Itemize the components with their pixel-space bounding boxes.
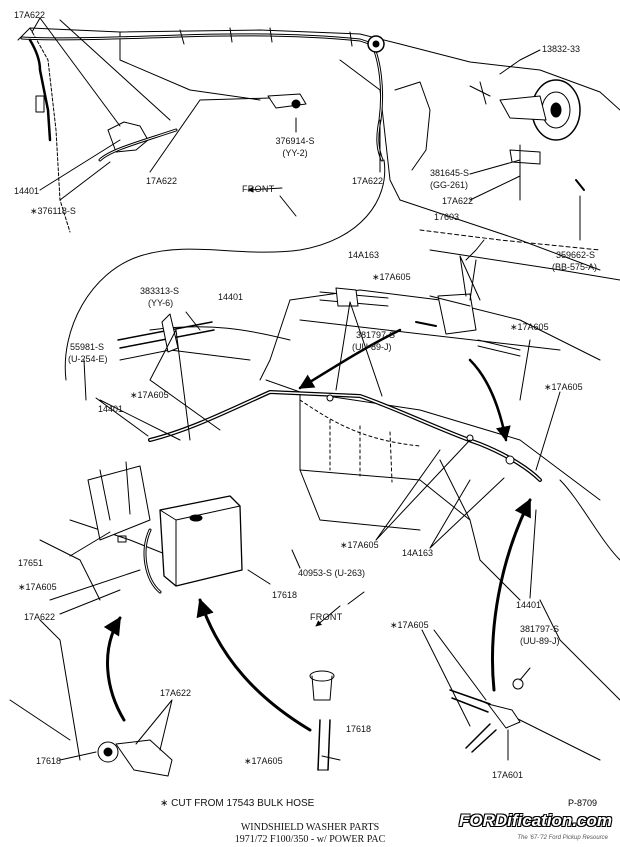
label-bb-575-a: (BB-575-A): [552, 262, 598, 272]
label-17a622-top: 17A622: [14, 10, 46, 20]
label-front-bot: FRONT: [310, 612, 343, 622]
label-17a622-lw: 17A622: [24, 612, 56, 622]
label-yy-2: (YY-2): [282, 148, 308, 158]
label-40953-s: 40953-S (U-263): [298, 568, 366, 578]
reservoir: [159, 495, 243, 587]
label-17a622-horn: 17A622: [442, 196, 474, 206]
label-381797-s-b: 381797-S: [520, 624, 560, 634]
label-17651: 17651: [18, 558, 44, 568]
label-17618-c: 17618: [36, 756, 62, 766]
label-17a605-a: ∗17A605: [372, 272, 411, 282]
label-17a605-d: ∗17A605: [544, 382, 583, 392]
label-14a163-top: 14A163: [348, 250, 380, 260]
label-17a605-h: ∗17A605: [244, 756, 283, 766]
label-381797-s-a: 381797-S: [356, 330, 396, 340]
label-17a605-b: ∗17A605: [510, 322, 549, 332]
top-hose: [20, 33, 374, 46]
caption-subtitle: 1971/72 F100/350 - w/ POWER PAC: [234, 834, 386, 845]
label-17a622-mid1: 17A622: [146, 176, 178, 186]
label-383313-s: 383313-S: [140, 286, 180, 296]
label-uu-89-j-b: (UU-89-J): [520, 636, 560, 646]
label-17a622-mid2: 17A622: [352, 176, 384, 186]
label-359662-s: 359662-S: [556, 250, 596, 260]
label-381645-s: 381645-S: [430, 168, 470, 178]
footnote: ∗ CUT FROM 17543 BULK HOSE: [160, 798, 315, 809]
label-17618-b: 17618: [346, 724, 372, 734]
label-14401-left: 14401: [14, 186, 40, 196]
label-14401-c: 14401: [98, 404, 124, 414]
label-17a601: 17A601: [492, 770, 524, 780]
label-front-top: FRONT: [242, 184, 275, 194]
label-17a605-c: ∗17A605: [130, 390, 169, 400]
label-yy-6: (YY-6): [148, 298, 174, 308]
label-u-254-e: (U-254-E): [68, 354, 108, 364]
label-14401-d: 14401: [516, 600, 542, 610]
label-17a622-bl: 17A622: [160, 688, 192, 698]
label-55981-s: 55981-S: [70, 342, 105, 352]
label-14a163-b: 14A163: [402, 548, 434, 558]
part-number: P-8709: [568, 798, 598, 808]
label-376914-s: 376914-S: [275, 136, 315, 146]
main-hose: [148, 390, 542, 482]
label-14401-b: 14401: [218, 292, 244, 302]
label-376118-s: ∗376118-S: [30, 206, 76, 216]
label-17a605-f: ∗17A605: [340, 540, 379, 550]
watermark-tagline: The '67-'72 Ford Pickup Resource: [517, 835, 608, 841]
label-17a605-g: ∗17A605: [390, 620, 429, 630]
label-uu-89-j-a: (UU-89-J): [352, 342, 392, 352]
label-gg-261: (GG-261): [430, 180, 469, 190]
caption-title: WINDSHIELD WASHER PARTS: [240, 822, 380, 833]
label-17618-a: 17618: [272, 590, 298, 600]
label-17603: 17603: [434, 212, 460, 222]
label-17a605-e: ∗17A605: [18, 582, 57, 592]
label-13832-33: 13832-33: [542, 44, 581, 54]
watermark-logo: FORDification.com: [458, 811, 612, 830]
